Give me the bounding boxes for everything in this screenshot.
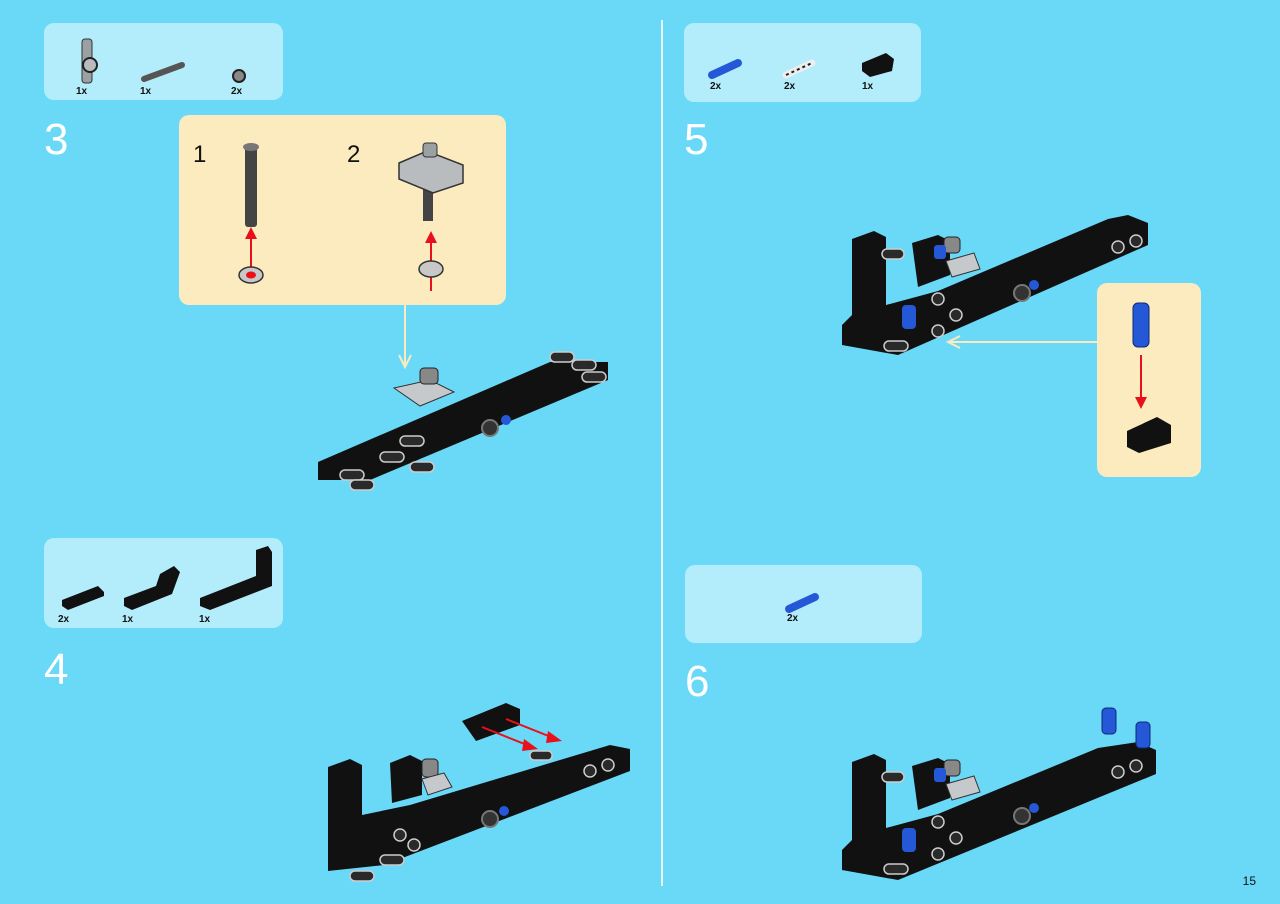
angle-connector-icon (81, 38, 98, 84)
bush-icon (232, 69, 246, 83)
part-qty: 1x (862, 81, 874, 92)
sub-assembly-1-illustration (238, 143, 264, 284)
parts-panel-step-5: 2x 2x 1x (684, 23, 921, 102)
parts-panel-step-6: 2x (685, 565, 922, 643)
parts-panel-step-3: 1x 1x 2x (44, 23, 283, 100)
short-beam-icon (62, 586, 104, 610)
part-qty: 1x (140, 86, 152, 97)
model-illustration-step-5 (842, 215, 1148, 355)
step-number: 6 (685, 657, 710, 706)
part-qty: 2x (784, 81, 796, 92)
page-number: 15 (1242, 874, 1256, 888)
model-illustration-step-4 (328, 703, 630, 882)
axle-icon (141, 62, 185, 82)
step-number: 4 (44, 645, 69, 694)
l-beam-icon (200, 546, 272, 610)
page-divider (661, 20, 663, 886)
pointer-arrow (398, 305, 412, 370)
model-illustration-step-6 (842, 707, 1156, 880)
blue-pin-icon (785, 593, 819, 613)
part-qty: 2x (787, 613, 799, 624)
step-number: 3 (44, 115, 69, 164)
blue-pin-icon (708, 59, 742, 79)
substep-number: 2 (347, 141, 361, 168)
pointer-arrow (945, 335, 1100, 349)
sub-assembly-2-illustration (398, 142, 464, 291)
part-qty: 1x (76, 86, 88, 97)
sub-assembly-callout-step-5 (1097, 283, 1201, 477)
model-illustration-step-3 (318, 351, 608, 491)
black-beam-icon (862, 53, 894, 77)
part-qty: 1x (122, 614, 134, 625)
sub-assembly-callout-step-3: 1 2 (179, 115, 506, 305)
part-qty: 2x (710, 81, 722, 92)
sub-assembly-illustration (1127, 302, 1171, 453)
step-number: 5 (684, 115, 709, 164)
friction-pin-icon (782, 59, 816, 79)
substep-number: 1 (193, 141, 207, 168)
bent-beam-icon (124, 566, 180, 610)
part-qty: 2x (58, 614, 70, 625)
parts-panel-step-4: 2x 1x 1x (44, 538, 283, 628)
part-qty: 2x (231, 86, 243, 97)
part-qty: 1x (199, 614, 211, 625)
